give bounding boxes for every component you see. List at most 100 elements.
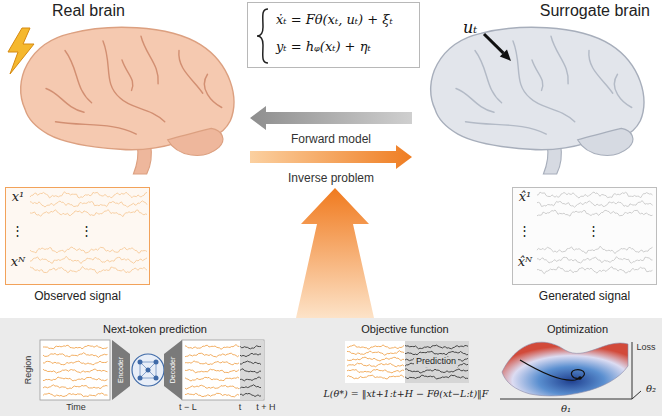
text-label: θ₁ xyxy=(561,403,571,414)
signal-trace xyxy=(240,353,261,356)
signal-trace xyxy=(240,393,261,396)
node-text: Encoder xyxy=(117,357,125,383)
node-text: Real brain xyxy=(52,2,125,20)
signal-trace xyxy=(185,353,239,357)
sulcus xyxy=(141,36,158,84)
input-window xyxy=(40,340,110,400)
signal-panel: Observed signal xyxy=(5,187,150,285)
sulcus xyxy=(513,41,575,122)
text-label: x¹ xyxy=(12,190,25,204)
sulcus xyxy=(532,60,543,90)
signal-trace xyxy=(43,353,108,358)
sulcus xyxy=(475,51,502,103)
signal-trace xyxy=(185,393,239,396)
signal-trace xyxy=(43,385,108,389)
axis xyxy=(632,342,633,399)
sulci xyxy=(46,36,222,134)
signal-trace xyxy=(347,363,404,367)
text-label: ⋮ xyxy=(587,224,600,238)
network-unit xyxy=(146,368,151,373)
node-text: Optimization xyxy=(547,323,608,336)
input-arrow-head xyxy=(500,50,511,61)
sulcus xyxy=(122,60,133,90)
network-unit xyxy=(154,360,159,365)
method-band xyxy=(0,318,662,416)
signal-trace xyxy=(347,351,404,356)
edge-label: Inverse problem xyxy=(288,172,374,184)
block-arrow xyxy=(250,106,412,130)
sulcus xyxy=(551,36,568,84)
edge-label: Forward model xyxy=(291,133,371,145)
text-label: L(θ*) = ‖xt+1:t+H − Fθ(xt−L:t)‖F xyxy=(324,389,489,399)
sulcus xyxy=(456,89,494,113)
text-label: ⋮ xyxy=(80,224,93,238)
text-label: uₜ xyxy=(463,19,477,37)
optimization-path xyxy=(520,360,584,380)
history-area xyxy=(345,341,405,383)
network-unit xyxy=(154,376,159,381)
method-section: Objective function xyxy=(330,320,480,340)
sulcus xyxy=(56,122,137,134)
signal-trace xyxy=(347,369,404,373)
signal-trace xyxy=(405,375,468,379)
encoder-block: Encoder xyxy=(112,340,130,400)
equation-box: ẋₜ = Fθ(xₜ, uₜ) + ξₜ yₜ = hᵩ(xₜ) + ηₜ xyxy=(247,2,420,68)
sulcus xyxy=(103,41,165,122)
sulcus xyxy=(46,89,84,113)
real-brain xyxy=(21,27,234,174)
node-text: ẋₜ = Fθ(xₜ, uₜ) + ξₜ xyxy=(276,13,393,28)
brain-region: Surrogate brain xyxy=(412,0,660,180)
loss-surface xyxy=(502,342,628,396)
sulcus xyxy=(65,51,92,103)
brace xyxy=(257,9,268,63)
signal-trace xyxy=(405,369,468,373)
text-label: Region xyxy=(24,356,34,385)
text-label: Prediction xyxy=(414,357,458,367)
sulcus xyxy=(204,74,221,107)
text-label: t xyxy=(239,403,242,413)
node-text: Next-token prediction xyxy=(103,323,207,336)
brain-region: Real brain xyxy=(5,0,250,180)
text-label: x̂¹ xyxy=(519,190,532,204)
text-label: x̂ᴺ xyxy=(518,255,533,269)
input-arrow-shaft xyxy=(484,34,503,53)
signal-trace xyxy=(347,375,404,379)
text-label: θ₂ xyxy=(646,383,656,394)
axis xyxy=(632,391,641,399)
text-label: Loss xyxy=(636,343,655,353)
signal-trace xyxy=(240,385,261,389)
surrogate-brain xyxy=(431,27,644,174)
signal-trace xyxy=(43,345,108,349)
trapezoid xyxy=(164,340,182,400)
network xyxy=(132,354,164,386)
node-text: yₜ = hᵩ(xₜ) + ηₜ xyxy=(276,40,371,55)
sulcus xyxy=(179,51,203,94)
output-window xyxy=(182,340,264,400)
network-unit xyxy=(138,360,143,365)
signal-trace xyxy=(240,369,261,373)
text-label: t − L xyxy=(179,403,197,413)
signal-trace xyxy=(405,351,468,355)
network-links xyxy=(140,362,156,378)
text-label: Time xyxy=(66,403,86,413)
node-text: Generated signal xyxy=(539,290,630,304)
text-label: ⋮ xyxy=(518,224,531,238)
signal-trace xyxy=(405,345,468,349)
signal-trace xyxy=(185,377,239,381)
axis xyxy=(500,399,632,400)
brace-symbol xyxy=(248,3,274,69)
node-text: Surrogate brain xyxy=(540,2,650,20)
sulcus xyxy=(614,74,631,107)
sulcus xyxy=(466,122,547,134)
block-arrow xyxy=(250,145,412,169)
sulci xyxy=(456,36,632,134)
signal-trace xyxy=(185,369,239,373)
signal-trace xyxy=(185,345,239,350)
cerebellum xyxy=(168,128,223,155)
signal-trace xyxy=(347,357,404,361)
signal-panel: Generated signal xyxy=(512,187,657,285)
signal-trace xyxy=(240,361,261,364)
signal-trace xyxy=(347,345,404,349)
optimum-dot xyxy=(578,376,582,380)
